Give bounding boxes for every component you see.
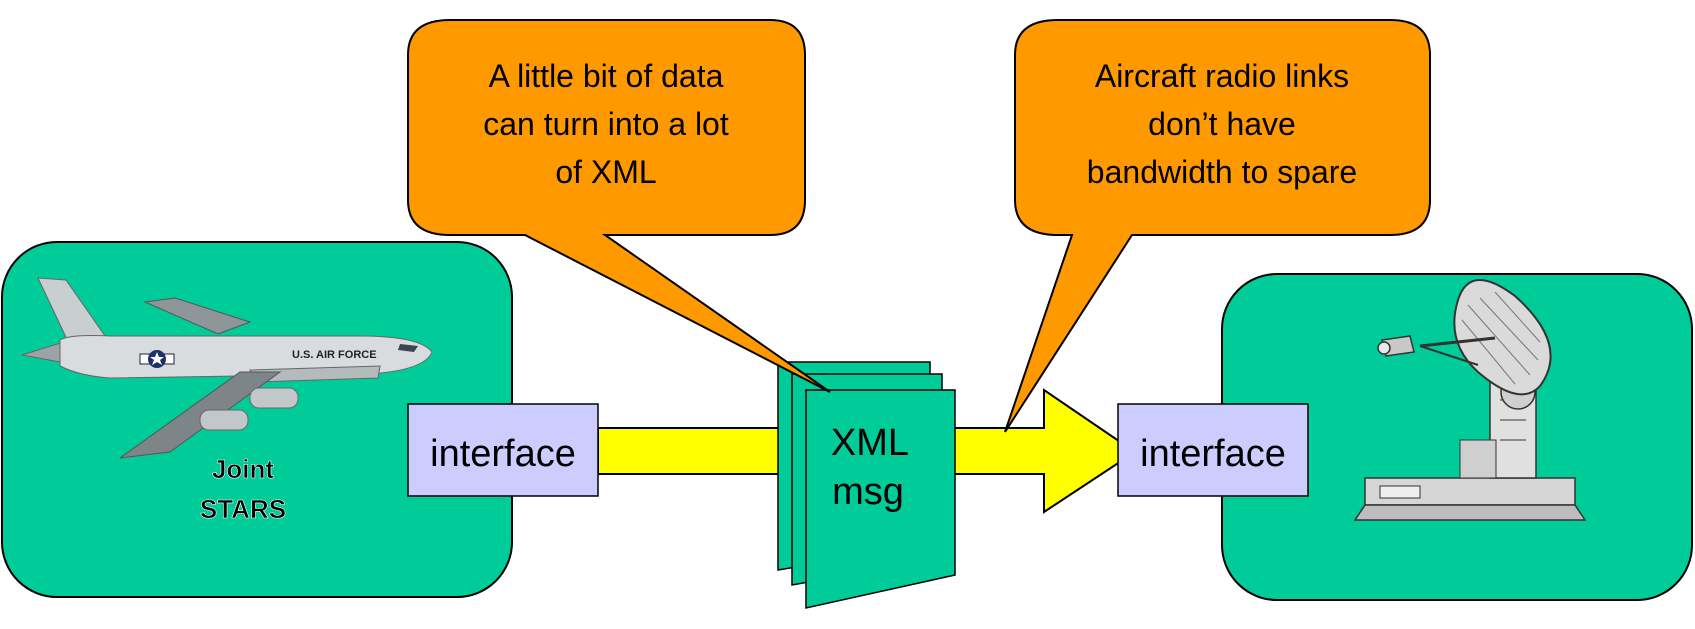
xml-message-stack: XML msg xyxy=(777,361,956,609)
left-callout: A little bit of data can turn into a lot… xyxy=(407,19,831,393)
right-callout-line2: don’t have xyxy=(1148,106,1296,142)
right-callout-line3: bandwidth to spare xyxy=(1087,154,1357,190)
left-callout-line1: A little bit of data xyxy=(489,58,724,94)
left-node-label-line1: Joint xyxy=(212,454,274,484)
xml-message-page-front xyxy=(805,389,956,609)
right-interface-label: interface xyxy=(1140,433,1286,475)
left-interface-box: interface xyxy=(407,403,599,497)
xml-message-label-line2: msg xyxy=(832,471,904,513)
aircraft-markings: U.S. AIR FORCE xyxy=(292,349,377,361)
left-callout-line3: of XML xyxy=(555,154,656,190)
right-callout: Aircraft radio links don’t have bandwidt… xyxy=(1004,19,1431,433)
usaf-roundel-icon xyxy=(139,350,175,368)
aircraft-icon: U.S. AIR FORCE xyxy=(21,277,433,459)
xml-message-label-line1: XML xyxy=(831,422,909,464)
right-interface-box: interface xyxy=(1117,403,1309,497)
right-callout-line1: Aircraft radio links xyxy=(1095,58,1349,94)
left-node-label-line2: STARS xyxy=(200,494,286,524)
left-callout-line2: can turn into a lot xyxy=(483,106,729,142)
satellite-dish-icon xyxy=(1353,279,1587,521)
left-interface-label: interface xyxy=(430,433,576,475)
